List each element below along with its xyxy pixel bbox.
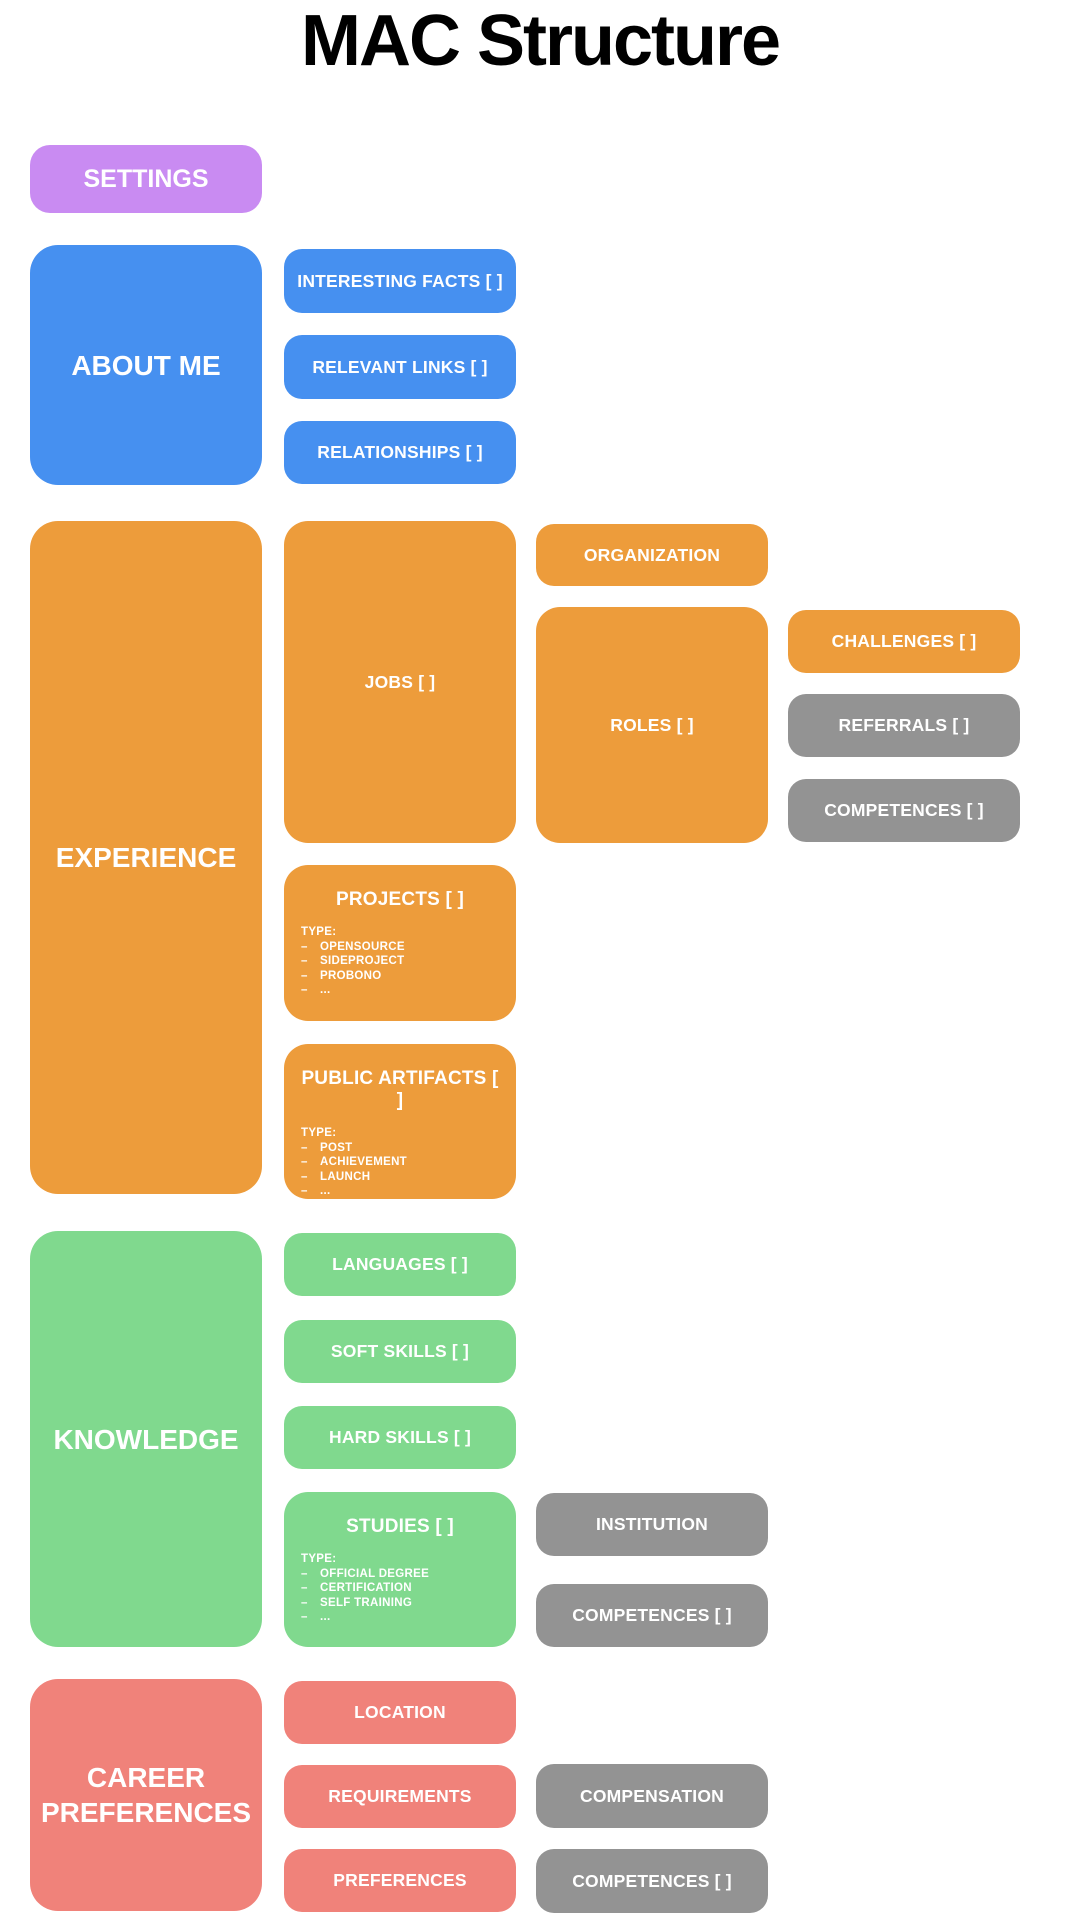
node-knowledge-label: KNOWLEDGE xyxy=(53,1423,239,1455)
node-settings: SETTINGS xyxy=(30,145,262,213)
dash-glyph: – xyxy=(301,1156,308,1168)
dash-glyph: – xyxy=(301,1596,308,1609)
node-languages-label: LANGUAGES [ ] xyxy=(332,1254,468,1274)
node-interesting-facts-label: INTERESTING FACTS [ ] xyxy=(297,270,503,291)
node-interesting-facts: INTERESTING FACTS [ ] xyxy=(284,249,516,313)
projects-type-item-label: ... xyxy=(320,984,331,996)
node-compensation: COMPENSATION xyxy=(536,1764,768,1828)
node-public-artifacts-label: PUBLIC ARTIFACTS [ ] xyxy=(301,1068,499,1111)
projects-type-item: – OPENSOURCE xyxy=(301,940,499,955)
node-languages: LANGUAGES [ ] xyxy=(284,1233,516,1296)
node-challenges: CHALLENGES [ ] xyxy=(788,610,1020,673)
node-public-artifacts: PUBLIC ARTIFACTS [ ] TYPE: – POST – ACHI… xyxy=(284,1044,516,1199)
node-hard-skills: HARD SKILLS [ ] xyxy=(284,1406,516,1469)
node-knowledge: KNOWLEDGE xyxy=(30,1231,262,1647)
node-requirements-label: REQUIREMENTS xyxy=(328,1786,472,1806)
studies-type-item: – CERTIFICATION xyxy=(301,1581,499,1596)
node-referrals-label: REFERRALS [ ] xyxy=(838,715,970,735)
studies-type-item-label: SELF TRAINING xyxy=(320,1596,413,1609)
public-artifacts-type-item-label: ACHIEVEMENT xyxy=(320,1156,408,1168)
node-projects-label: PROJECTS [ ] xyxy=(335,889,465,910)
node-experience-label: EXPERIENCE xyxy=(55,842,237,873)
node-preferences: PREFERENCES xyxy=(284,1849,516,1912)
dash-glyph: – xyxy=(301,984,308,996)
public-artifacts-type-item-label: LAUNCH xyxy=(320,1170,371,1183)
node-career-preferences-label: CAREER PREFERENCES xyxy=(40,1762,252,1828)
node-about-me: ABOUT ME xyxy=(30,245,262,485)
dash-glyph: – xyxy=(301,955,308,967)
node-relevant-links: RELEVANT LINKS [ ] xyxy=(284,335,516,399)
dash-glyph: – xyxy=(301,1582,308,1594)
public-artifacts-type-heading: TYPE: xyxy=(301,1127,337,1139)
node-soft-skills-label: SOFT SKILLS [ ] xyxy=(330,1341,470,1361)
node-organization: ORGANIZATION xyxy=(536,524,768,586)
node-relationships-label: RELATIONSHIPS [ ] xyxy=(317,442,483,462)
node-compensation-label: COMPENSATION xyxy=(579,1785,725,1806)
node-career-preferences: CAREER PREFERENCES xyxy=(30,1679,262,1911)
node-soft-skills: SOFT SKILLS [ ] xyxy=(284,1320,516,1383)
node-requirements: REQUIREMENTS xyxy=(284,1765,516,1828)
public-artifacts-type-item: – ... xyxy=(301,1184,499,1199)
node-organization-label: ORGANIZATION xyxy=(583,544,721,565)
node-roles: ROLES [ ] xyxy=(536,607,768,843)
projects-type-item-label: SIDEPROJECT xyxy=(320,955,405,967)
node-referrals: REFERRALS [ ] xyxy=(788,694,1020,757)
node-location-label: LOCATION xyxy=(354,1702,446,1722)
node-settings-label: SETTINGS xyxy=(83,164,209,193)
public-artifacts-type-item-label: POST xyxy=(320,1141,353,1154)
projects-type-item-label: OPENSOURCE xyxy=(320,940,405,953)
projects-type-heading: TYPE: xyxy=(301,926,337,938)
node-studies: STUDIES [ ] TYPE: – OFFICIAL DEGREE – CE… xyxy=(284,1492,516,1647)
node-preferences-label: PREFERENCES xyxy=(333,1870,467,1890)
node-studies-label: STUDIES [ ] xyxy=(346,1516,454,1537)
studies-type-item-label: OFFICIAL DEGREE xyxy=(320,1567,430,1580)
node-career-competences-label: COMPETENCES [ ] xyxy=(572,1870,732,1891)
projects-type-item: – ... xyxy=(301,983,499,998)
public-artifacts-type-item: – POST xyxy=(301,1141,499,1156)
node-about-me-label: ABOUT ME xyxy=(71,349,221,381)
node-relationships: RELATIONSHIPS [ ] xyxy=(284,421,516,484)
node-hard-skills-label: HARD SKILLS [ ] xyxy=(328,1427,472,1447)
node-roles-label: ROLES [ ] xyxy=(610,714,694,735)
node-institution-label: INSTITUTION xyxy=(595,1514,709,1534)
dash-glyph: – xyxy=(301,1185,308,1197)
node-roles-competences-label: COMPETENCES [ ] xyxy=(824,800,984,820)
node-jobs-label: JOBS [ ] xyxy=(364,671,436,692)
dash-glyph: – xyxy=(301,1141,308,1154)
public-artifacts-type-item: – ACHIEVEMENT xyxy=(301,1155,499,1170)
studies-type-item-label: CERTIFICATION xyxy=(320,1582,412,1594)
node-studies-competences-label: COMPETENCES [ ] xyxy=(572,1605,732,1625)
node-studies-competences: COMPETENCES [ ] xyxy=(536,1584,768,1647)
dash-glyph: – xyxy=(301,940,308,953)
node-institution: INSTITUTION xyxy=(536,1493,768,1556)
projects-type-item: – SIDEPROJECT xyxy=(301,954,499,969)
studies-type-item: – SELF TRAINING xyxy=(301,1596,499,1611)
studies-type-item: – ... xyxy=(301,1610,499,1625)
studies-type-heading: TYPE: xyxy=(301,1553,337,1565)
studies-type-item-label: ... xyxy=(320,1611,331,1623)
dash-glyph: – xyxy=(301,1567,308,1580)
node-challenges-label: CHALLENGES [ ] xyxy=(831,631,977,651)
node-projects: PROJECTS [ ] TYPE: – OPENSOURCE – SIDEPR… xyxy=(284,865,516,1021)
public-artifacts-type-item: – LAUNCH xyxy=(301,1170,499,1185)
public-artifacts-type-item-label: ... xyxy=(320,1185,331,1197)
dash-glyph: – xyxy=(301,969,308,982)
projects-type-item: – PROBONO xyxy=(301,969,499,984)
projects-type-item-label: PROBONO xyxy=(320,969,382,982)
studies-type-item: – OFFICIAL DEGREE xyxy=(301,1567,499,1582)
node-location: LOCATION xyxy=(284,1681,516,1744)
dash-glyph: – xyxy=(301,1611,308,1623)
dash-glyph: – xyxy=(301,1170,308,1183)
node-career-competences: COMPETENCES [ ] xyxy=(536,1849,768,1913)
page-title: MAC Structure xyxy=(300,1,781,81)
node-roles-competences: COMPETENCES [ ] xyxy=(788,779,1020,842)
node-experience: EXPERIENCE xyxy=(30,521,262,1194)
node-relevant-links-label: RELEVANT LINKS [ ] xyxy=(312,356,488,377)
node-jobs: JOBS [ ] xyxy=(284,521,516,843)
